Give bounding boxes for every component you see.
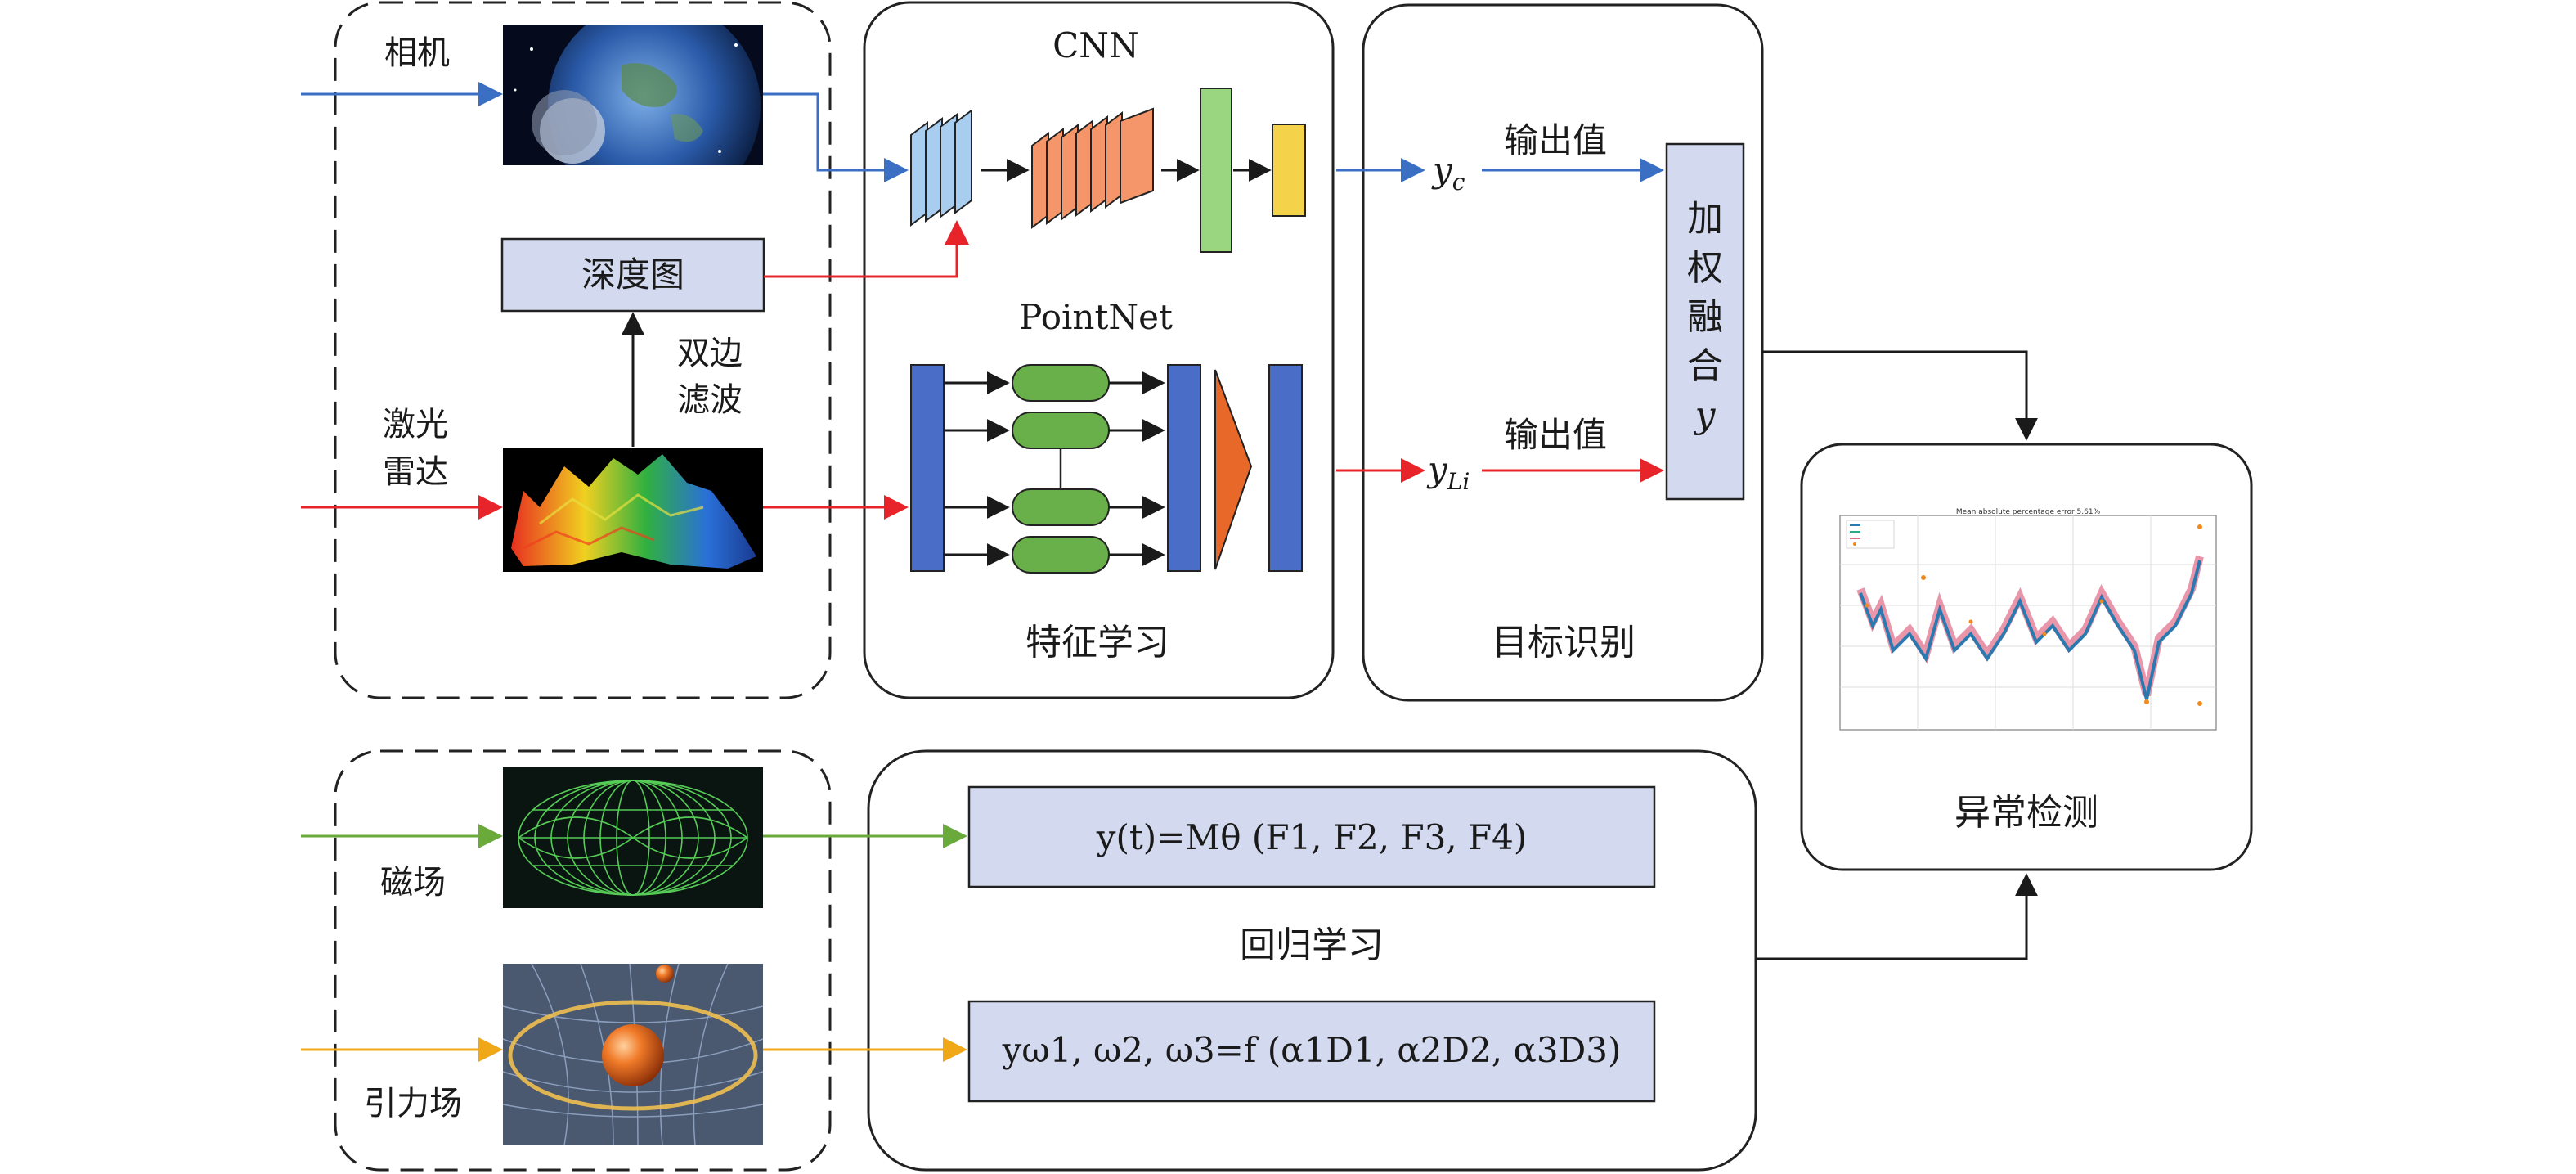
gravity-field-label: 引力场 xyxy=(364,1085,462,1122)
output-value-top: 输出值 xyxy=(1504,120,1607,160)
yc-symbol: yc xyxy=(1431,150,1465,196)
formula-1: y(t)=Mθ (F1, F2, F3, F4) xyxy=(1096,817,1528,857)
weighted-fusion-box xyxy=(1665,142,1745,501)
bilateral-filter-label-line2: 滤波 xyxy=(677,381,743,419)
lidar-label-line1: 激光 xyxy=(383,406,448,443)
fusion-char-4: 合 xyxy=(1687,345,1723,387)
bilateral-filter-label-line1: 双边 xyxy=(677,335,743,372)
pointnet-mlp-nodes xyxy=(1012,364,1110,574)
cnn-conv-layers xyxy=(1031,107,1154,229)
anomaly-detection-label: 异常检测 xyxy=(1954,792,2098,834)
pointnet-maxpool xyxy=(1214,369,1253,570)
gravity-field-image xyxy=(502,963,764,1146)
cnn-title: CNN xyxy=(1052,25,1139,65)
pointnet-global-bar xyxy=(1268,364,1303,572)
sensor-group-top xyxy=(334,1,832,699)
pointnet-mlp-arrows-in xyxy=(944,371,1010,566)
depth-to-cnn-arrow xyxy=(764,220,969,278)
cnn-fc-layer xyxy=(1200,88,1232,253)
pointnet-input-bar xyxy=(910,364,945,572)
regression-to-anomaly-arrow xyxy=(1756,873,2038,960)
feature-learning-label: 特征学习 xyxy=(1025,622,1169,663)
cnn-output-layer xyxy=(1272,124,1306,217)
regression-learning-box xyxy=(867,749,1757,1172)
fusion-symbol: y xyxy=(1694,394,1717,436)
fusion-char-1: 加 xyxy=(1687,198,1723,240)
fusion-to-anomaly-arrow xyxy=(1762,350,2038,441)
sensor-group-bottom xyxy=(334,749,832,1172)
fusion-char-2: 权 xyxy=(1687,247,1723,289)
cnn-input-layers xyxy=(910,109,972,227)
anomaly-detection-box xyxy=(1800,443,2253,871)
camera-label: 相机 xyxy=(384,34,450,72)
output-value-bottom: 输出值 xyxy=(1504,415,1607,455)
regression-learning-label: 回归学习 xyxy=(1240,924,1384,966)
magnetic-field-label: 磁场 xyxy=(380,864,446,902)
depth-map-box xyxy=(500,237,765,313)
pointnet-feature-bar xyxy=(1167,364,1201,572)
yli-symbol: yLi xyxy=(1426,449,1470,495)
target-recognition-label: 目标识别 xyxy=(1492,622,1636,663)
camera-to-cnn-arrow xyxy=(763,92,909,182)
lidar-label-line2: 雷达 xyxy=(383,453,448,491)
magnetic-field-image xyxy=(503,767,763,908)
anomaly-chart-thumbnail: Mean absolute percentage error 5.61% xyxy=(1839,508,2217,731)
depth-map-label: 深度图 xyxy=(581,254,684,295)
formula-box-1 xyxy=(967,785,1656,888)
formula-2: yω1, ω2, ω3=f (α1D1, α2D2, α3D3) xyxy=(1002,1030,1622,1070)
anomaly-chart-title: Mean absolute percentage error 5.61% xyxy=(1956,508,2101,516)
pointnet-title: PointNet xyxy=(1019,297,1173,337)
fusion-char-3: 融 xyxy=(1687,296,1723,338)
lidar-terrain-image xyxy=(503,448,763,572)
feature-learning-box xyxy=(863,1,1335,699)
pointnet-mlp-arrows-out xyxy=(1109,371,1165,566)
camera-earth-image xyxy=(503,25,763,165)
formula-box-2 xyxy=(967,1000,1656,1103)
